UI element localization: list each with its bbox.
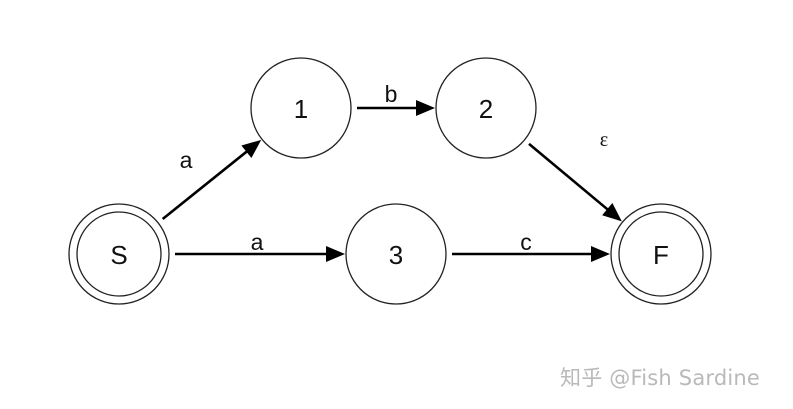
arrowhead-icon	[326, 246, 345, 262]
transition-label: a	[251, 229, 264, 255]
state-circle	[250, 57, 352, 159]
state-label: 3	[389, 240, 403, 270]
state-circle	[345, 203, 447, 305]
transition-label: a	[180, 147, 193, 173]
state-F: F	[610, 203, 712, 305]
transition-line	[161, 149, 249, 220]
transition-1-2: b	[357, 81, 435, 116]
state-2: 2	[435, 57, 537, 159]
watermark-text: 知乎 @Fish Sardine	[560, 366, 761, 390]
state-circle	[435, 57, 537, 159]
state-1: 1	[250, 57, 352, 159]
transition-S-1: a	[161, 139, 262, 220]
transition-label: c	[520, 229, 532, 255]
state-label: S	[110, 240, 127, 270]
transition-line	[528, 142, 610, 212]
state-3: 3	[345, 203, 447, 305]
arrowhead-icon	[416, 100, 435, 116]
arrowhead-icon	[602, 203, 622, 222]
state-label: 1	[294, 94, 308, 124]
accepting-ring	[76, 211, 162, 297]
arrowhead-icon	[241, 139, 262, 159]
state-S: S	[68, 203, 170, 305]
transition-label: ε	[600, 129, 608, 151]
transition-3-F: c	[452, 229, 610, 262]
transition-label: b	[385, 81, 398, 107]
state-label: 2	[479, 94, 493, 124]
transition-2-F: ε	[528, 129, 622, 222]
arrowhead-icon	[591, 246, 610, 262]
transition-S-3: a	[175, 229, 345, 262]
accepting-ring	[618, 211, 704, 297]
state-label: F	[653, 240, 669, 270]
